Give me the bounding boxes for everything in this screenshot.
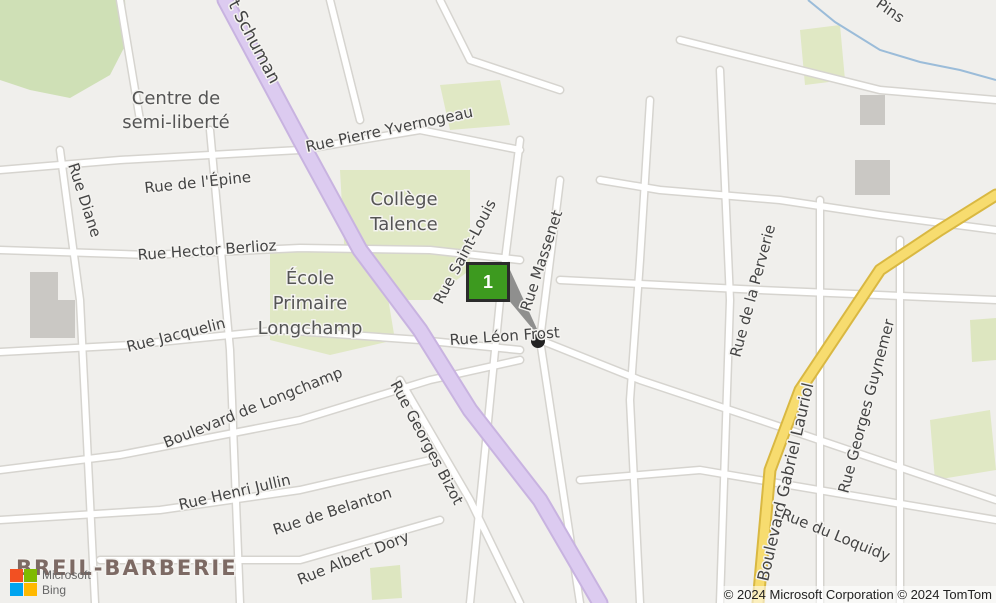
poi-centre-line1: Centre de <box>132 88 220 109</box>
green-patch-southeast <box>930 410 996 480</box>
major-road <box>218 0 607 603</box>
poi-ecole-line3: Longchamp <box>258 318 363 339</box>
district-label: BREIL-BARBERIE <box>16 556 238 580</box>
green-patch-north <box>440 80 510 130</box>
building-east <box>855 160 890 195</box>
building-west <box>30 272 75 338</box>
map-pin-marker[interactable]: 1 <box>466 262 510 302</box>
poi-labels: Centre de semi-liberté Collège Talence É… <box>121 87 440 341</box>
buildings <box>30 95 890 338</box>
poi-college-line1: Collège <box>370 189 437 210</box>
poi-college-line2: Talence <box>369 214 438 235</box>
poi-ecole-line1: École <box>286 267 334 289</box>
poi-centre-line2: semi-liberté <box>122 112 230 133</box>
poi-ecole-line2: Primaire <box>273 293 348 314</box>
map-pin-label: 1 <box>469 265 507 299</box>
location-dot <box>531 334 545 348</box>
bing-logo[interactable]: Microsoft Bing <box>10 567 120 601</box>
green-patch-east-edge <box>970 318 996 362</box>
green-patch-south <box>370 565 402 600</box>
park-area-northwest <box>0 0 128 98</box>
logo-text-bing: Bing <box>42 583 67 597</box>
building-northeast <box>860 95 885 125</box>
highway <box>753 190 996 603</box>
river <box>807 0 996 81</box>
logo-text-microsoft: Microsoft <box>42 568 91 582</box>
copyright-notice: © 2024 Microsoft Corporation © 2024 TomT… <box>719 586 996 603</box>
microsoft-logo-icon <box>10 569 38 597</box>
